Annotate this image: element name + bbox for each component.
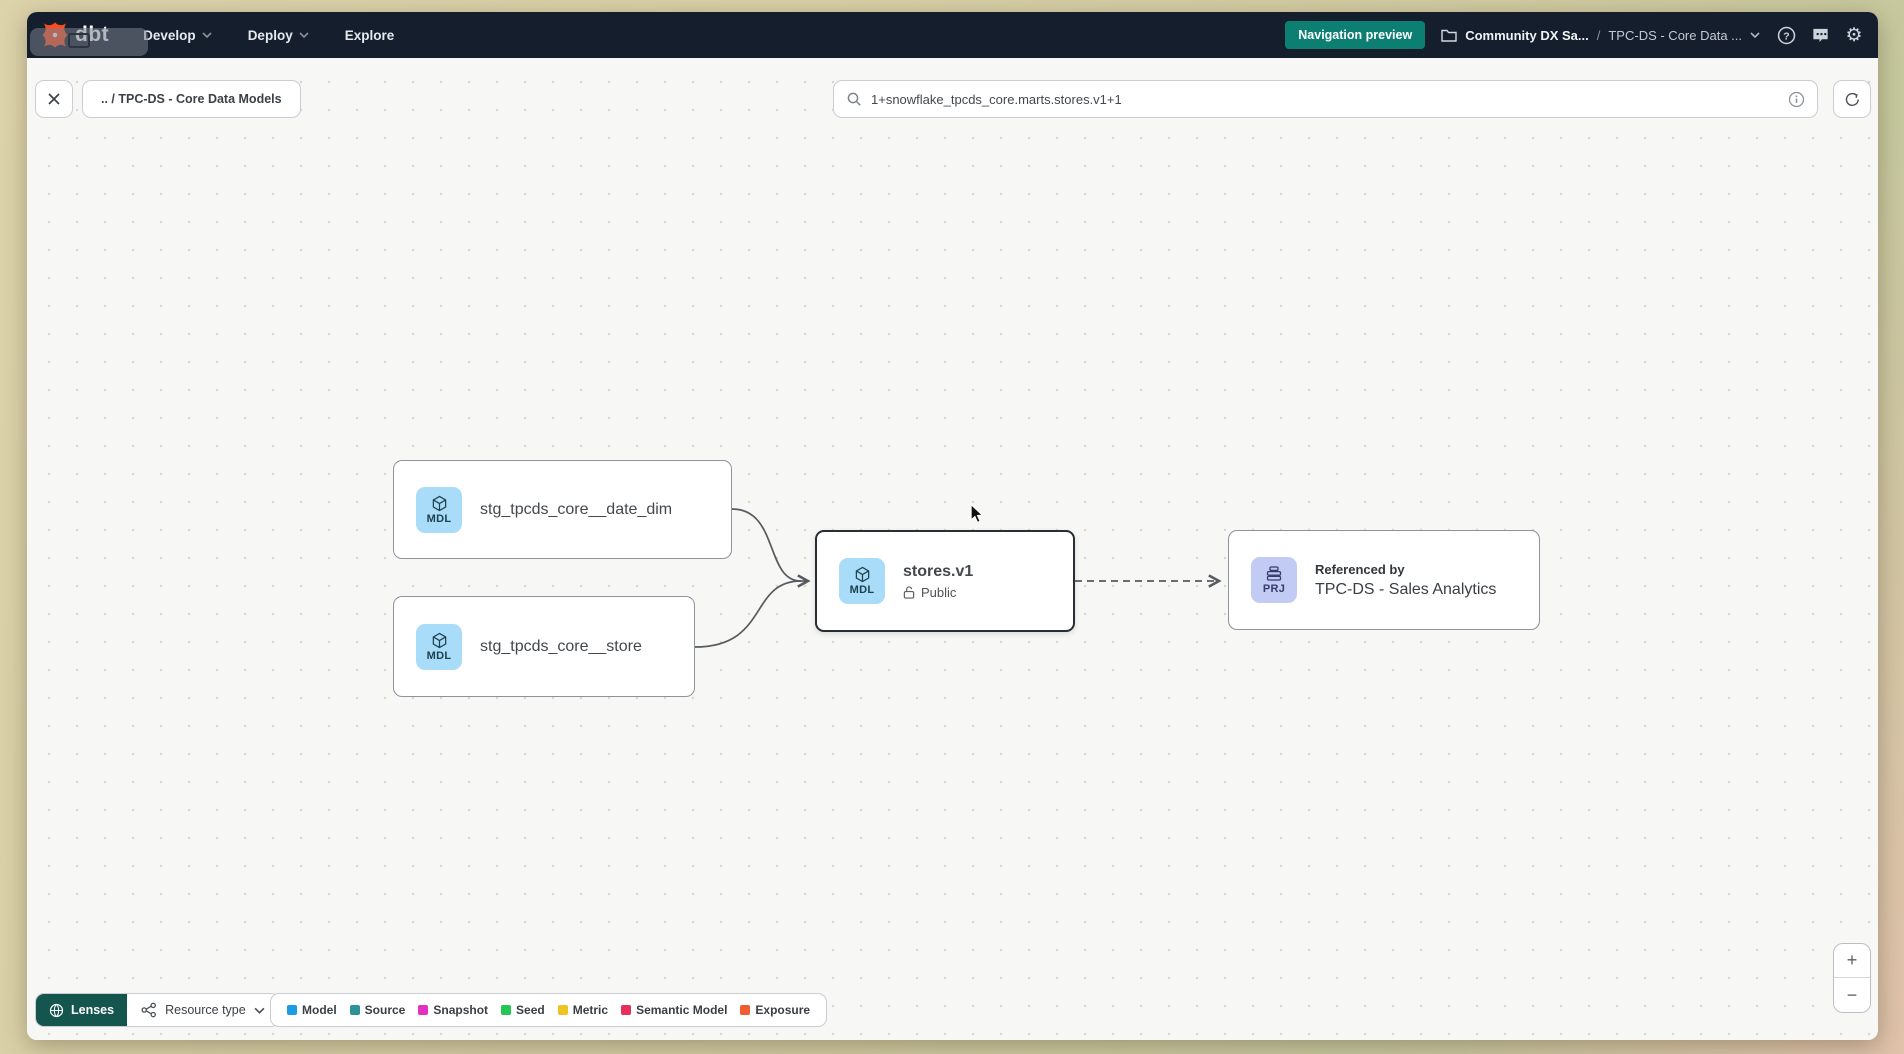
lineage-canvas[interactable]: .. / TPC-DS - Core Data Models MDL stg_t… [27,58,1878,1040]
legend-label: Model [302,1003,337,1017]
access-label: Public [921,584,957,600]
zoom-in-button[interactable]: + [1834,944,1870,978]
camera-icon [68,33,90,48]
navigation-preview-badge[interactable]: Navigation preview [1285,21,1426,49]
graph-nodes-icon [141,1002,157,1018]
info-icon[interactable] [1788,91,1805,108]
cube-icon [432,495,446,511]
lock-open-icon [903,585,915,599]
node-stg-tpcds-core-date-dim[interactable]: MDL stg_tpcds_core__date_dim [393,460,732,559]
badge-label: MDL [849,584,875,596]
lenses-label: Lenses [71,1003,115,1017]
chevron-down-icon[interactable] [1750,32,1760,38]
node-label: TPC-DS - Sales Analytics [1315,580,1497,598]
model-swatch [287,1005,297,1015]
breadcrumb: Community DX Sa... / TPC-DS - Core Data … [1441,28,1760,43]
mouse-cursor [970,504,984,524]
node-referenced-project[interactable]: PRJ Referenced by TPC-DS - Sales Analyti… [1228,530,1540,630]
legend-item-model: Model [287,1003,337,1017]
menu-develop[interactable]: Develop [143,28,212,43]
legend-label: Seed [516,1003,545,1017]
semantic-model-swatch [621,1005,632,1015]
menu-deploy-label: Deploy [247,27,293,43]
model-badge: MDL [416,623,462,670]
menu-explore[interactable]: Explore [345,28,395,43]
lenses-button[interactable]: Lenses [36,994,128,1026]
lineage-search-bar [833,80,1818,118]
badge-label: MDL [426,649,452,662]
snapshot-swatch [418,1005,429,1015]
legend-label: Exposure [755,1003,811,1017]
legend-label: Snapshot [433,1003,489,1017]
menu-deploy[interactable]: Deploy [248,28,309,43]
refresh-icon [1845,92,1859,106]
menu-explore-label: Explore [344,27,395,43]
settings-gear-icon[interactable]: ⚙ [1845,24,1863,46]
close-icon [48,93,60,105]
app-window: dbt Develop Deploy Explore Navigation pr… [27,12,1878,1040]
breadcrumb-separator: / [1596,27,1601,43]
seed-swatch [501,1005,512,1015]
legend-item-seed: Seed [501,1003,545,1017]
help-icon[interactable]: ? [1776,25,1796,45]
project-badge: PRJ [1251,557,1297,603]
project-stack-icon [1266,565,1282,581]
node-label: stg_tpcds_core__store [480,637,642,655]
resource-type-label: Resource type [165,1003,246,1017]
legend-item-source: Source [349,1003,406,1017]
node-stg-tpcds-core-store[interactable]: MDL stg_tpcds_core__store [393,596,695,697]
chevron-down-icon [202,32,212,38]
lens-controls: Lenses Resource type [35,993,280,1027]
breadcrumb-current[interactable]: TPC-DS - Core Data ... [1608,27,1742,43]
cube-icon [855,566,869,583]
legend-label: Source [364,1003,406,1017]
svg-text:?: ? [1783,31,1789,42]
node-stores-v1[interactable]: MDL stores.v1 Public [815,530,1075,632]
zoom-out-button[interactable]: − [1834,978,1870,1012]
legend-item-exposure: Exposure [740,1003,810,1017]
selector-search-input[interactable] [871,91,1779,107]
resource-type-legend: Model Source Snapshot Seed Metric Semant… [270,993,828,1027]
badge-label: MDL [426,512,452,525]
metric-swatch [557,1005,568,1015]
zoom-controls: + − [1833,943,1871,1013]
search-icon [847,92,861,106]
cube-icon [432,632,446,648]
chevron-down-icon [299,32,309,38]
resource-type-dropdown[interactable]: Resource type [127,994,279,1026]
referenced-by-label: Referenced by [1315,561,1405,577]
node-label: stg_tpcds_core__date_dim [480,500,673,518]
lens-icon [49,1003,64,1017]
legend-item-semantic-model: Semantic Model [621,1003,727,1017]
legend-label: Semantic Model [636,1003,728,1017]
exposure-swatch [740,1005,751,1015]
model-badge: MDL [839,558,885,604]
close-button[interactable] [35,80,73,118]
breadcrumb-project[interactable]: Community DX Sa... [1465,27,1589,43]
chevron-down-icon [254,1007,265,1014]
badge-label: PRJ [1262,582,1286,595]
model-badge: MDL [416,486,462,533]
folder-icon [1441,29,1457,42]
node-label: stores.v1 [903,562,974,580]
top-navbar: dbt Develop Deploy Explore Navigation pr… [27,12,1878,58]
legend-item-metric: Metric [557,1003,609,1017]
screen-share-widget [30,28,148,56]
feedback-icon[interactable] [1810,25,1830,45]
graph-breadcrumb-chip[interactable]: .. / TPC-DS - Core Data Models [82,80,301,118]
legend-item-snapshot: Snapshot [418,1003,488,1017]
refresh-button[interactable] [1833,80,1871,118]
menu-develop-label: Develop [143,27,196,43]
source-swatch [349,1005,360,1015]
legend-label: Metric [572,1003,609,1017]
